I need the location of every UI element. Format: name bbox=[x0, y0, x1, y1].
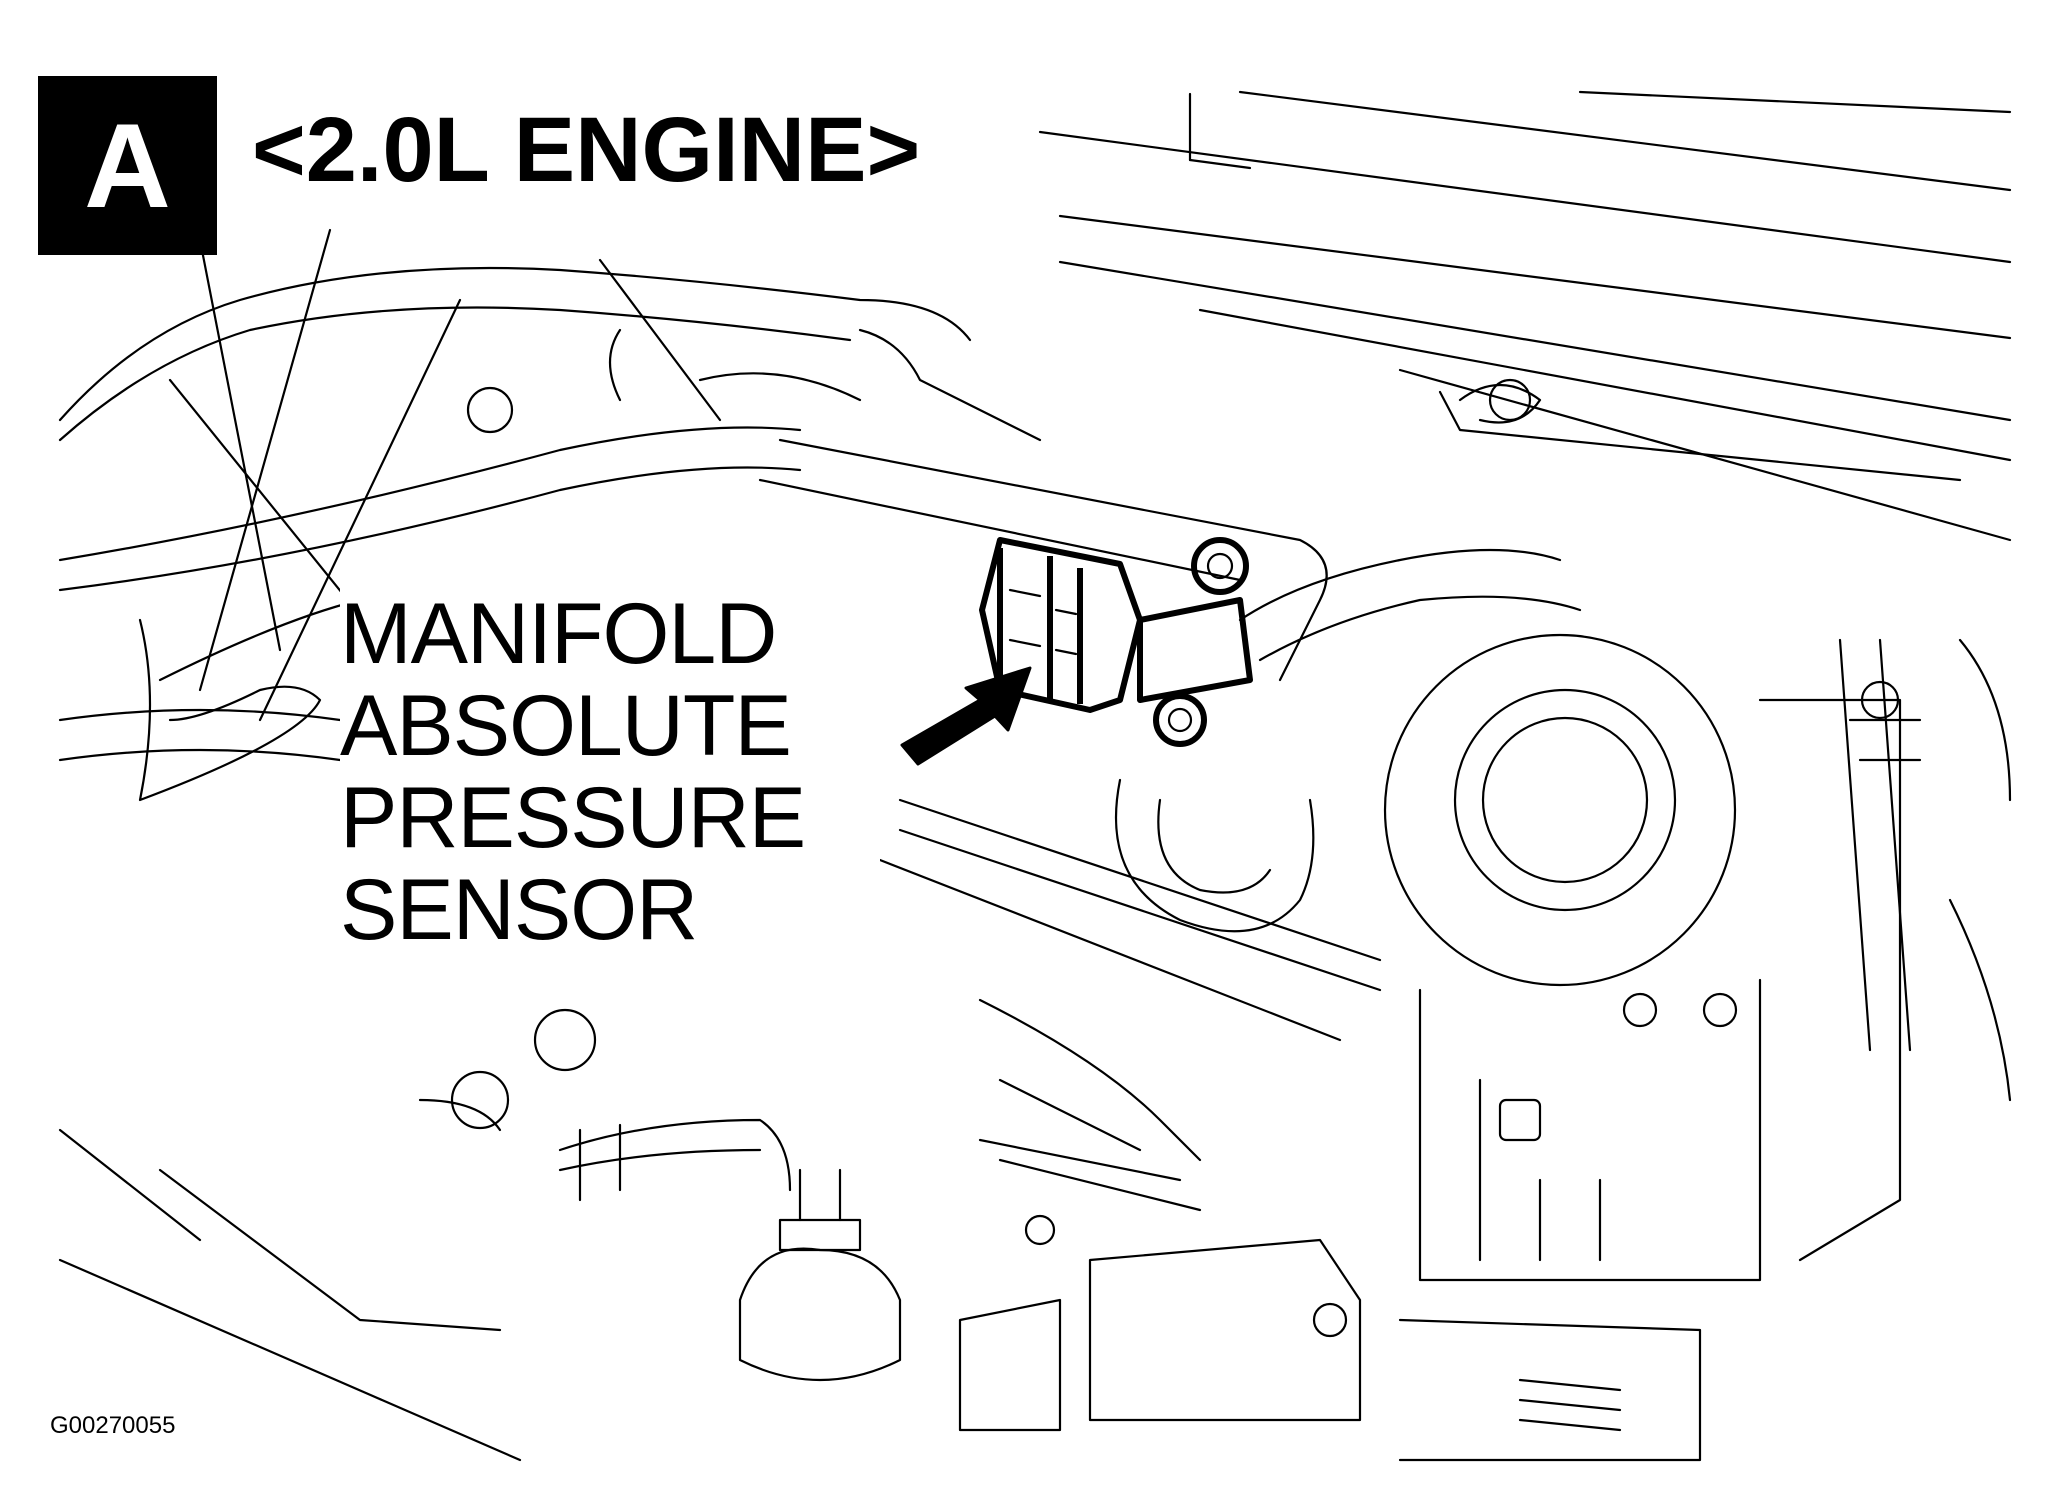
callout-line-4: SENSOR bbox=[340, 862, 698, 958]
fuel-rail bbox=[1838, 638, 2012, 1102]
map-sensor-icon bbox=[979, 537, 1253, 747]
intake-manifold bbox=[758, 438, 1582, 1042]
callout-line-2: ABSOLUTE bbox=[340, 678, 792, 774]
arrow-icon bbox=[900, 666, 1032, 766]
bottom-canisters bbox=[738, 1168, 1702, 1462]
engine-cover-lines bbox=[1038, 90, 2012, 542]
figure-id: G00270055 bbox=[50, 1412, 176, 1439]
throttle-body bbox=[1383, 633, 1902, 1282]
section-badge: A bbox=[38, 76, 217, 255]
callout-line-1: MANIFOLD bbox=[340, 586, 777, 682]
callout-line-3: PRESSURE bbox=[340, 770, 806, 866]
section-letter: A bbox=[84, 98, 171, 233]
lower-hoses bbox=[58, 998, 1348, 1462]
diagram-title: <2.0L ENGINE> bbox=[252, 99, 921, 201]
harness-lines bbox=[58, 228, 1532, 802]
component-callout: MANIFOLD ABSOLUTE PRESSURE SENSOR bbox=[340, 588, 880, 958]
